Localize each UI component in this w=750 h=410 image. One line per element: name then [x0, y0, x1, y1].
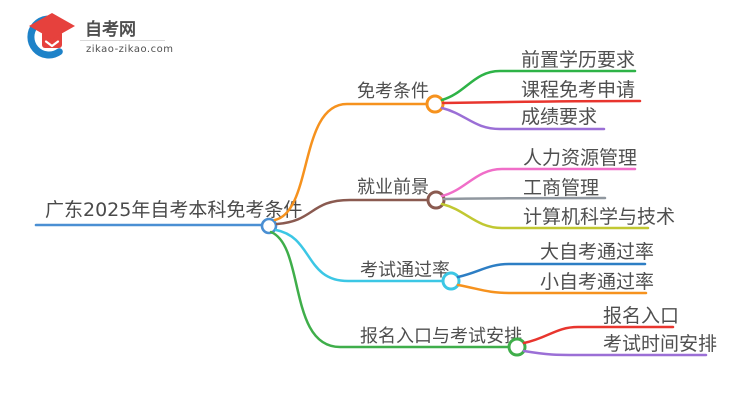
- child-course-exemption-label: 课程免考申请: [521, 79, 635, 101]
- branch-registration-circle: [507, 337, 527, 357]
- logo-subtitle: zikao-zikao.com: [86, 44, 173, 55]
- cap-board: [29, 13, 75, 39]
- branch-pass-rate: 考试通过率 大自考通过率 小自考通过率: [274, 228, 654, 295]
- child-prior-education-label: 前置学历要求: [521, 49, 635, 71]
- branch-exemption-label: 免考条件: [357, 81, 429, 102]
- branch-registration-schedule: 报名入口与考试安排 报名入口 考试时间安排: [269, 230, 717, 357]
- child-course-exemption-connector: [441, 99, 642, 105]
- branch-career-circle: [426, 190, 446, 210]
- child-hr-management-connector: [440, 167, 637, 198]
- graduation-cap-icon: [29, 13, 75, 48]
- cap-chevron-mark: [44, 40, 60, 48]
- branch-career-connector: [275, 198, 430, 226]
- root-node: 广东2025年自考本科免考条件: [34, 199, 302, 235]
- branch-registration-label: 报名入口与考试安排: [360, 326, 522, 347]
- child-business-admin-label: 工商管理: [523, 177, 599, 199]
- root-topic-label: 广东2025年自考本科免考条件: [45, 199, 302, 221]
- child-grade-requirement-connector: [440, 106, 606, 131]
- child-exam-schedule-connector: [522, 349, 708, 357]
- child-small-selfexam-rate-label: 小自考通过率: [540, 271, 654, 293]
- logo-title: 自考网: [85, 19, 136, 40]
- child-business-admin-connector: [442, 196, 607, 201]
- child-computer-science-label: 计算机科学与技术: [523, 206, 675, 228]
- child-registration-entrance-label: 报名入口: [603, 305, 679, 327]
- child-big-selfexam-rate-connector: [456, 262, 647, 279]
- child-exam-schedule-label: 考试时间安排: [603, 333, 717, 355]
- child-registration-entrance-connector: [522, 325, 675, 345]
- branch-exemption-circle: [425, 94, 445, 114]
- branch-pass-rate-connector: [274, 228, 445, 283]
- branch-pass-rate-label: 考试通过率: [360, 260, 450, 281]
- child-hr-management-label: 人力资源管理: [523, 147, 637, 169]
- child-small-selfexam-rate-connector: [456, 283, 648, 295]
- child-prior-education-connector: [440, 69, 637, 102]
- child-big-selfexam-rate-label: 大自考通过率: [540, 241, 654, 263]
- child-computer-science-connector: [440, 202, 650, 230]
- branch-pass-rate-circle: [441, 271, 461, 291]
- branch-career-label: 就业前景: [357, 177, 429, 198]
- site-logo: 自考网 zikao-zikao.com: [27, 13, 173, 59]
- branch-exemption-connector: [273, 102, 429, 222]
- branch-career-prospects: 就业前景 人力资源管理 工商管理 计算机科学与技术: [275, 147, 675, 230]
- root-node-circle: [260, 217, 278, 235]
- branch-registration-connector: [269, 230, 510, 349]
- branch-exemption-conditions: 免考条件 前置学历要求 课程免考申请 成绩要求: [273, 49, 642, 222]
- child-grade-requirement-label: 成绩要求: [521, 106, 597, 128]
